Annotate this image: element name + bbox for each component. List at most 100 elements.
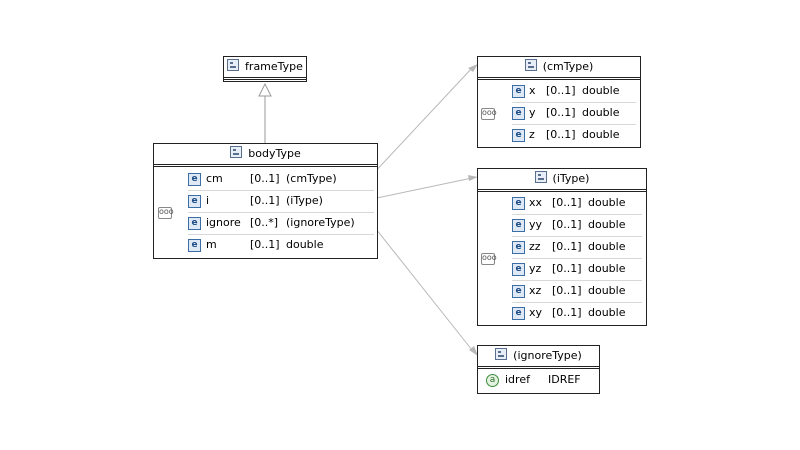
row-divider [188,212,374,213]
attribute-row-idref[interactable]: a idref IDREF [486,369,596,391]
element-row-xz[interactable]: e xz [0..1] double [512,280,644,302]
element-type: double [588,240,626,253]
element-row-yy[interactable]: e yy [0..1] double [512,214,644,236]
element-type: double [588,218,626,231]
element-row-xx[interactable]: e xx [0..1] double [512,192,644,214]
bodyType-box[interactable]: bodyType ooo e cm [0..1] (cmType) e i [0… [153,143,378,259]
element-cardinality: [0..1] [552,196,582,209]
element-row-z[interactable]: e z [0..1] double [512,124,638,146]
element-type: double [588,196,626,209]
element-icon: e [188,217,201,230]
element-cardinality: [0..1] [546,84,576,97]
link-cm-to-cmType [371,67,473,176]
element-icon: e [512,219,525,232]
element-icon: e [512,263,525,276]
element-name: yz [529,262,542,275]
element-type: double [582,84,620,97]
element-cardinality: [0..1] [552,218,582,231]
ignoreType-title: (ignoreType) [513,349,582,362]
sequence-icon: ooo [481,108,497,120]
attribute-icon: a [486,374,499,387]
element-row-i[interactable]: e i [0..1] (iType) [188,190,378,212]
element-type: double [582,106,620,119]
frameType-header: frameType [224,57,306,80]
row-divider [512,302,642,303]
cmType-box[interactable]: (cmType) ooo e x [0..1] double e y [0..1… [477,56,641,148]
element-cardinality: [0..1] [250,238,280,251]
bodyType-title: bodyType [248,147,301,160]
complex-type-icon [524,59,537,71]
element-icon: e [512,85,525,98]
iType-title: (iType) [552,172,590,185]
cmType-header: (cmType) [478,57,640,80]
element-name: cm [206,172,223,185]
attribute-type: IDREF [548,373,581,386]
element-cardinality: [0..1] [250,172,280,185]
element-cardinality: [0..1] [552,240,582,253]
element-icon: e [512,241,525,254]
element-icon: e [512,107,525,120]
element-cardinality: [0..1] [250,194,280,207]
element-row-yz[interactable]: e yz [0..1] double [512,258,644,280]
element-name: y [529,106,536,119]
arrow-head-cmType [468,64,478,72]
attribute-name: idref [505,373,530,386]
element-row-m[interactable]: e m [0..1] double [188,234,378,256]
link-ignore-to-ignoreType [371,223,473,351]
sequence-icon: ooo [481,253,497,265]
row-divider [512,280,642,281]
row-divider [512,214,642,215]
element-name: yy [529,218,543,231]
inheritance-arrow-head [258,82,272,97]
iType-header: (iType) [478,169,646,192]
element-icon: e [188,195,201,208]
element-cardinality: [0..1] [552,284,582,297]
cmType-title: (cmType) [542,60,594,73]
complex-type-icon [230,146,243,158]
arrow-head-iType [468,175,478,181]
element-row-ignore[interactable]: e ignore [0..*] (ignoreType) [188,212,378,234]
element-cardinality: [0..*] [250,216,279,229]
element-icon: e [188,173,201,186]
ignoreType-box[interactable]: (ignoreType) a idref IDREF [477,345,600,394]
ignoreType-header: (ignoreType) [478,346,599,369]
complex-type-icon [495,348,508,360]
element-cardinality: [0..1] [546,106,576,119]
element-type: (cmType) [286,172,337,185]
element-row-xy[interactable]: e xy [0..1] double [512,302,644,324]
row-divider [512,124,636,125]
element-type: (iType) [286,194,323,207]
sequence-icon: ooo [158,207,174,219]
element-name: ignore [206,216,241,229]
element-cardinality: [0..1] [552,262,582,275]
iType-box[interactable]: (iType) ooo e xx [0..1] double e yy [0..… [477,168,647,326]
element-row-y[interactable]: e y [0..1] double [512,102,638,124]
element-name: xx [529,196,543,209]
row-divider [188,190,374,191]
element-row-zz[interactable]: e zz [0..1] double [512,236,644,258]
element-type: double [588,306,626,319]
frameType-title: frameType [245,60,303,73]
row-divider [512,236,642,237]
bodyType-header: bodyType [154,144,377,167]
frameType-box[interactable]: frameType [223,56,307,82]
element-row-x[interactable]: e x [0..1] double [512,80,638,102]
element-icon: e [512,129,525,142]
element-row-cm[interactable]: e cm [0..1] (cmType) [188,168,378,190]
element-type: double [588,284,626,297]
row-divider [512,102,636,103]
element-name: x [529,84,536,97]
element-name: m [206,238,217,251]
element-type: double [286,238,324,251]
element-icon: e [188,239,201,252]
element-type: double [588,262,626,275]
element-cardinality: [0..1] [552,306,582,319]
complex-type-icon [227,59,240,71]
complex-type-icon [534,171,547,183]
element-icon: e [512,307,525,320]
row-divider [512,258,642,259]
arrow-head-ignoreType [469,346,478,356]
element-icon: e [512,197,525,210]
element-name: xz [529,284,542,297]
